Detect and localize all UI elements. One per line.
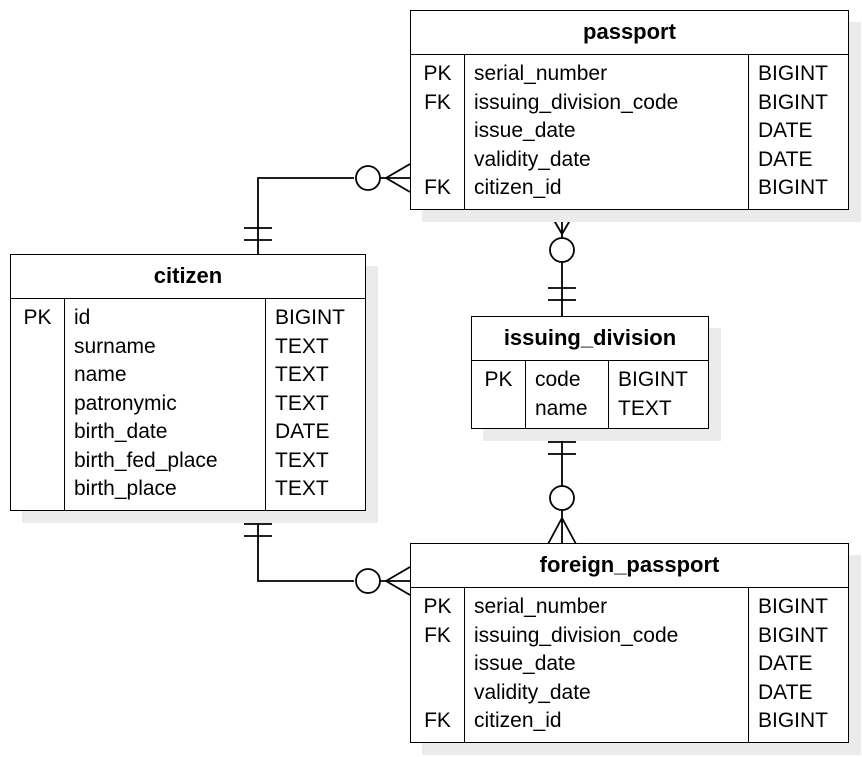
name-column: code name — [525, 361, 608, 428]
field-type: BIGINT — [758, 62, 829, 85]
field-name: citizen_id — [474, 709, 562, 732]
field-type: BIGINT — [758, 623, 829, 647]
field-type: BIGINT — [758, 595, 829, 618]
field-name: code — [535, 368, 581, 391]
field-name: issuing_division_code — [474, 90, 679, 114]
field-name: issuing_division_code — [474, 623, 679, 647]
field-name: validity_date — [474, 680, 591, 704]
field-type: BIGINT — [758, 90, 829, 114]
field-type: TEXT — [275, 363, 329, 386]
key-cell: PK — [423, 62, 452, 85]
field-name: birth_fed_place — [74, 448, 218, 472]
field-name: birth_date — [74, 420, 168, 443]
entity-passport[interactable]: passport PK FK FK serial_number issuing_… — [410, 10, 849, 210]
field-type: DATE — [758, 119, 813, 142]
crow-foot — [547, 209, 563, 235]
zero-circle — [549, 237, 575, 263]
type-column: BIGINT TEXT — [608, 361, 707, 428]
field-type: TEXT — [275, 391, 329, 415]
key-column: PK FK FK — [411, 588, 464, 742]
key-cell — [411, 679, 464, 708]
field-name: validity_date — [474, 147, 591, 171]
key-column: PK — [11, 299, 64, 510]
field-type: TEXT — [275, 477, 329, 500]
crow-foot — [561, 209, 577, 235]
key-cell: FK — [424, 90, 451, 114]
crow-foot — [385, 177, 411, 193]
type-column: BIGINT BIGINT DATE DATE BIGINT — [748, 55, 847, 209]
crow-foot — [547, 517, 563, 545]
zero-circle — [355, 165, 381, 191]
field-name: serial_number — [474, 62, 608, 85]
field-name: citizen_id — [474, 176, 562, 199]
key-cell: PK — [23, 306, 52, 329]
zero-circle — [549, 485, 575, 511]
crow-foot — [385, 580, 411, 596]
key-cell — [11, 418, 64, 447]
field-type: BIGINT — [758, 709, 829, 732]
name-column: id surname name patronymic birth_date bi… — [64, 299, 265, 510]
field-name: birth_place — [74, 477, 177, 500]
zero-circle — [355, 568, 381, 594]
key-cell — [472, 395, 525, 424]
connector-citizen-passport — [257, 177, 354, 254]
field-type: TEXT — [275, 448, 329, 472]
key-cell: FK — [424, 176, 451, 199]
type-column: BIGINT TEXT TEXT TEXT DATE TEXT TEXT — [265, 299, 364, 510]
field-name: name — [535, 396, 588, 420]
entity-issuing-division[interactable]: issuing_division PK code name BIGINT TEX… — [471, 316, 709, 429]
field-name: issue_date — [474, 652, 576, 675]
key-cell — [11, 390, 64, 419]
key-cell — [11, 475, 64, 504]
field-name: issue_date — [474, 119, 576, 142]
name-column: serial_number issuing_division_code issu… — [464, 588, 748, 742]
crow-foot — [561, 517, 577, 545]
entity-title: foreign_passport — [411, 544, 848, 588]
field-name: serial_number — [474, 595, 608, 618]
crow-foot — [385, 566, 411, 582]
field-type: DATE — [275, 420, 330, 443]
field-type: BIGINT — [618, 368, 689, 391]
key-column: PK FK FK — [411, 55, 464, 209]
field-type: BIGINT — [758, 176, 829, 199]
connector-citizen-foreign — [257, 510, 354, 582]
field-type: DATE — [758, 680, 813, 704]
entity-citizen[interactable]: citizen PK id surname name patronymic bi… — [10, 254, 366, 511]
key-cell — [11, 333, 64, 362]
field-type: TEXT — [275, 334, 329, 358]
key-cell: PK — [484, 368, 513, 391]
type-column: BIGINT BIGINT DATE DATE BIGINT — [748, 588, 847, 742]
key-column: PK — [472, 361, 525, 428]
key-cell: FK — [424, 623, 451, 647]
key-cell — [411, 146, 464, 175]
entity-title: passport — [411, 11, 848, 55]
entity-foreign-passport[interactable]: foreign_passport PK FK FK serial_number … — [410, 543, 849, 743]
field-type: DATE — [758, 652, 813, 675]
key-cell — [411, 117, 464, 146]
key-cell — [11, 361, 64, 390]
key-cell — [11, 447, 64, 476]
key-cell — [411, 650, 464, 679]
field-type: TEXT — [618, 396, 672, 420]
name-column: serial_number issuing_division_code issu… — [464, 55, 748, 209]
crow-foot — [385, 163, 411, 179]
field-name: name — [74, 363, 127, 386]
key-cell: PK — [423, 595, 452, 618]
field-name: patronymic — [74, 391, 177, 415]
key-cell: FK — [424, 709, 451, 732]
field-type: DATE — [758, 147, 813, 171]
field-type: BIGINT — [275, 306, 346, 329]
entity-title: issuing_division — [472, 317, 708, 361]
field-name: surname — [74, 334, 156, 358]
field-name: id — [74, 306, 91, 329]
entity-title: citizen — [11, 255, 365, 299]
